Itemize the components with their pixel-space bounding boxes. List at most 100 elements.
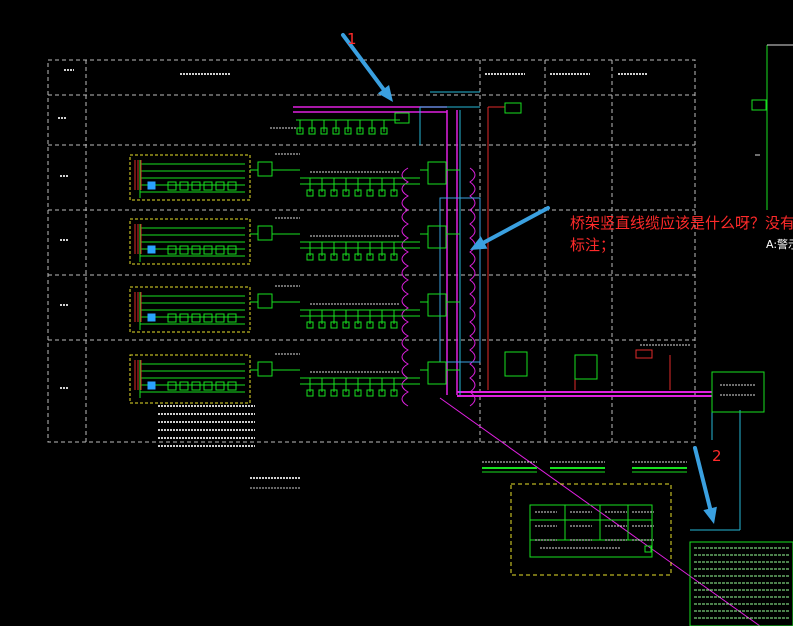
branch-device xyxy=(344,127,352,135)
branch-device xyxy=(330,253,338,261)
branch-device xyxy=(390,189,398,197)
monitor-box xyxy=(711,371,765,413)
branch-device xyxy=(354,189,362,197)
branch-device xyxy=(342,189,350,197)
branch-device xyxy=(342,321,350,329)
branch-device xyxy=(306,321,314,329)
distribution-box xyxy=(427,293,447,317)
branch-device xyxy=(318,321,326,329)
distribution-box xyxy=(427,225,447,249)
distribution-box xyxy=(427,161,447,185)
annotation-question: 桥架竖直线缆应该是什么呀？没有标注； xyxy=(570,214,793,254)
branch-device xyxy=(308,127,316,135)
panel-device xyxy=(227,245,237,255)
arrow-callout-2 xyxy=(693,446,713,511)
panel-device xyxy=(179,381,189,391)
panel-device xyxy=(215,381,225,391)
branch-device xyxy=(366,253,374,261)
branch-device xyxy=(366,321,374,329)
selection-box xyxy=(439,197,481,363)
yellow-panel-frame xyxy=(129,286,251,333)
right-device xyxy=(574,354,598,380)
floor-box xyxy=(257,361,273,377)
panel-device xyxy=(203,245,213,255)
panel-device xyxy=(191,245,201,255)
branch-device xyxy=(320,127,328,135)
branch-device xyxy=(378,389,386,397)
panel-device xyxy=(215,245,225,255)
side-label: A:警示 xyxy=(766,238,793,251)
branch-device xyxy=(356,127,364,135)
branch-device xyxy=(306,389,314,397)
revision-cloud xyxy=(401,167,409,407)
panel-device xyxy=(147,381,156,390)
revision-cloud xyxy=(469,167,476,407)
branch-device xyxy=(354,253,362,261)
panel-device xyxy=(167,181,177,191)
branch-device xyxy=(366,389,374,397)
legend-frame xyxy=(510,483,672,576)
right-device xyxy=(504,102,522,114)
panel-device xyxy=(147,313,156,322)
branch-device xyxy=(368,127,376,135)
yellow-panel-frame xyxy=(129,354,251,404)
panel-device xyxy=(227,313,237,323)
marker-1-label: 1 xyxy=(347,30,357,48)
arrow-callout-tray xyxy=(470,236,488,250)
branch-device xyxy=(390,253,398,261)
panel-device xyxy=(179,245,189,255)
panel-device xyxy=(179,313,189,323)
panel-device xyxy=(203,381,213,391)
branch-device xyxy=(380,127,388,135)
right-device xyxy=(504,351,528,377)
arrow-callout-1 xyxy=(341,33,386,92)
distribution-box xyxy=(427,361,447,385)
branch-device xyxy=(296,127,304,135)
branch-device xyxy=(306,189,314,197)
panel-device xyxy=(147,245,156,254)
legend-symbol xyxy=(644,545,652,553)
arrow-callout-1 xyxy=(377,84,393,102)
yellow-panel-frame xyxy=(129,218,251,265)
panel-device xyxy=(167,245,177,255)
panel-device xyxy=(191,181,201,191)
panel-device xyxy=(203,313,213,323)
floor-box xyxy=(257,161,273,177)
branch-device xyxy=(342,253,350,261)
branch-device xyxy=(378,253,386,261)
panel-device xyxy=(191,381,201,391)
branch-device xyxy=(378,189,386,197)
branch-device xyxy=(318,189,326,197)
grid-frame xyxy=(47,59,696,443)
riser-box xyxy=(751,99,767,111)
panel-device xyxy=(191,313,201,323)
branch-device xyxy=(330,389,338,397)
panel-device xyxy=(147,181,156,190)
distribution-box xyxy=(394,112,410,124)
branch-device xyxy=(354,389,362,397)
marker-2-label: 2 xyxy=(712,447,722,465)
arrow-callout-tray xyxy=(482,206,550,245)
branch-device xyxy=(332,127,340,135)
floor-box xyxy=(257,293,273,309)
panel-device xyxy=(167,313,177,323)
branch-device xyxy=(318,253,326,261)
legend-table xyxy=(529,504,653,558)
branch-device xyxy=(390,389,398,397)
branch-device xyxy=(378,321,386,329)
yellow-panel-frame xyxy=(129,154,251,201)
panel-device xyxy=(179,181,189,191)
branch-device xyxy=(330,321,338,329)
branch-device xyxy=(318,389,326,397)
panel-device xyxy=(215,313,225,323)
panel-device xyxy=(203,181,213,191)
panel-device xyxy=(167,381,177,391)
arrow-callout-2 xyxy=(703,506,717,524)
branch-device xyxy=(342,389,350,397)
panel-device xyxy=(227,181,237,191)
panel-device xyxy=(215,181,225,191)
branch-device xyxy=(330,189,338,197)
branch-device xyxy=(354,321,362,329)
branch-device xyxy=(366,189,374,197)
